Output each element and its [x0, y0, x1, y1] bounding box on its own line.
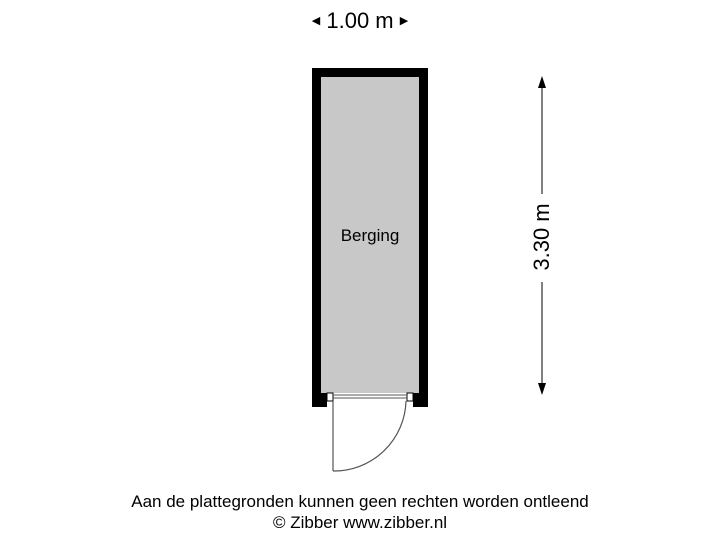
- arrow-left-icon: ◀: [311, 14, 321, 27]
- height-dimension-line: [538, 76, 546, 395]
- arrow-down-icon: [538, 383, 546, 395]
- door-swing-arc: [332, 400, 407, 472]
- door-jamb-right: [406, 392, 414, 402]
- footer-disclaimer: Aan de plattegronden kunnen geen rechten…: [131, 492, 589, 511]
- door-jamb-left: [326, 392, 334, 402]
- footer-copyright: © Zibber www.zibber.nl: [272, 513, 448, 532]
- height-dimension: 3.30 m: [520, 203, 564, 270]
- width-dimension-label: 1.00 m: [326, 8, 394, 33]
- room-berging-area: [321, 77, 419, 393]
- door-opening: [327, 393, 413, 407]
- arrow-right-icon: ▶: [399, 14, 409, 27]
- height-dimension-label: 3.30 m: [529, 203, 554, 271]
- room-label-berging: Berging: [340, 226, 400, 245]
- arrow-up-icon: [538, 76, 546, 88]
- width-dimension: ◀ 1.00 m ▶: [0, 8, 720, 34]
